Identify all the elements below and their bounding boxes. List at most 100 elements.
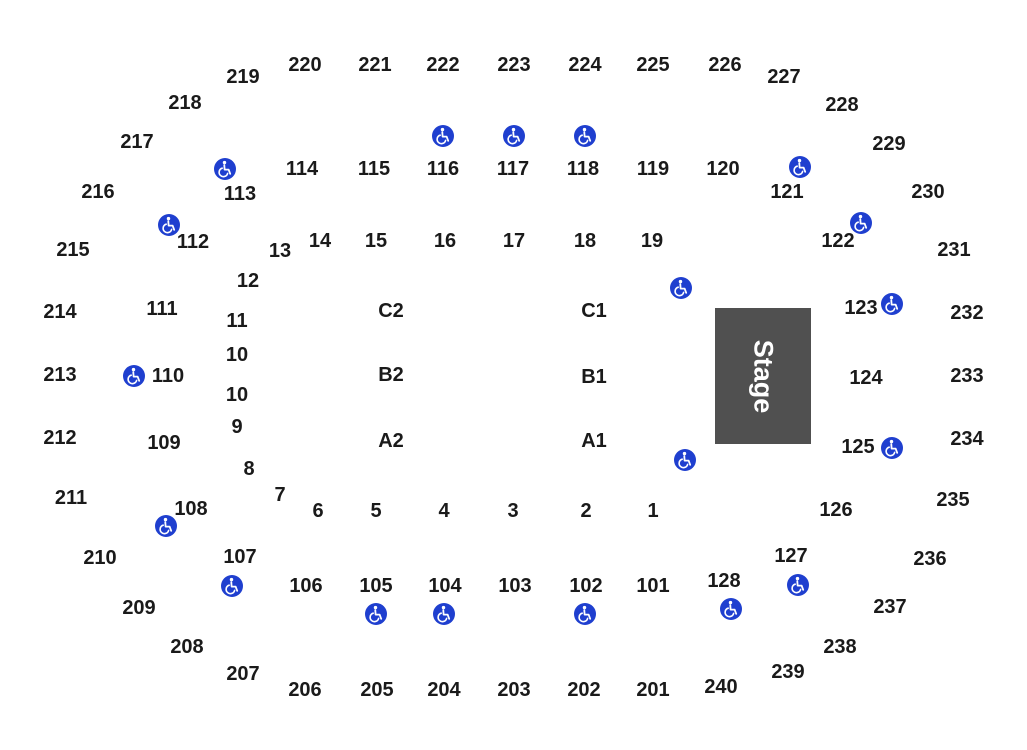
section-2[interactable]: 2 bbox=[580, 500, 592, 522]
section-209[interactable]: 209 bbox=[122, 597, 156, 619]
section-239[interactable]: 239 bbox=[771, 661, 805, 683]
section-4[interactable]: 4 bbox=[438, 500, 450, 522]
section-216[interactable]: 216 bbox=[81, 181, 115, 203]
wheelchair-accessible-icon[interactable] bbox=[787, 574, 809, 596]
section-229[interactable]: 229 bbox=[872, 133, 906, 155]
section-117[interactable]: 117 bbox=[496, 158, 530, 180]
section-215[interactable]: 215 bbox=[56, 239, 90, 261]
section-219[interactable]: 219 bbox=[226, 66, 260, 88]
section-b1[interactable]: B1 bbox=[581, 366, 607, 388]
wheelchair-accessible-icon[interactable] bbox=[123, 365, 145, 387]
section-123[interactable]: 123 bbox=[844, 297, 878, 319]
wheelchair-accessible-icon[interactable] bbox=[720, 598, 742, 620]
section-10-upper[interactable]: 10 bbox=[225, 344, 249, 366]
wheelchair-accessible-icon[interactable] bbox=[670, 277, 692, 299]
wheelchair-accessible-icon[interactable] bbox=[674, 449, 696, 471]
section-211[interactable]: 211 bbox=[54, 487, 88, 509]
section-230[interactable]: 230 bbox=[911, 181, 945, 203]
section-109[interactable]: 109 bbox=[147, 432, 181, 454]
wheelchair-accessible-icon[interactable] bbox=[365, 603, 387, 625]
section-228[interactable]: 228 bbox=[825, 94, 859, 116]
wheelchair-accessible-icon[interactable] bbox=[881, 293, 903, 315]
section-114[interactable]: 114 bbox=[285, 158, 319, 180]
section-203[interactable]: 203 bbox=[497, 679, 531, 701]
section-222[interactable]: 222 bbox=[426, 54, 460, 76]
section-221[interactable]: 221 bbox=[358, 54, 392, 76]
section-1[interactable]: 1 bbox=[647, 500, 659, 522]
section-17[interactable]: 17 bbox=[502, 230, 526, 252]
section-207[interactable]: 207 bbox=[226, 663, 260, 685]
section-107[interactable]: 107 bbox=[223, 546, 257, 568]
section-125[interactable]: 125 bbox=[841, 436, 875, 458]
section-235[interactable]: 235 bbox=[936, 489, 970, 511]
section-237[interactable]: 237 bbox=[873, 596, 907, 618]
wheelchair-accessible-icon[interactable] bbox=[433, 603, 455, 625]
section-115[interactable]: 115 bbox=[357, 158, 391, 180]
section-240[interactable]: 240 bbox=[704, 676, 738, 698]
section-238[interactable]: 238 bbox=[823, 636, 857, 658]
section-19[interactable]: 19 bbox=[640, 230, 664, 252]
section-218[interactable]: 218 bbox=[168, 92, 202, 114]
section-101[interactable]: 101 bbox=[636, 575, 670, 597]
section-226[interactable]: 226 bbox=[708, 54, 742, 76]
section-210[interactable]: 210 bbox=[83, 547, 117, 569]
section-9[interactable]: 9 bbox=[231, 416, 243, 438]
section-116[interactable]: 116 bbox=[426, 158, 460, 180]
section-118[interactable]: 118 bbox=[566, 158, 600, 180]
section-113[interactable]: 113 bbox=[223, 183, 257, 205]
section-15[interactable]: 15 bbox=[364, 230, 388, 252]
section-236[interactable]: 236 bbox=[913, 548, 947, 570]
section-233[interactable]: 233 bbox=[950, 365, 984, 387]
wheelchair-accessible-icon[interactable] bbox=[214, 158, 236, 180]
section-225[interactable]: 225 bbox=[636, 54, 670, 76]
section-7[interactable]: 7 bbox=[274, 484, 286, 506]
section-16[interactable]: 16 bbox=[433, 230, 457, 252]
wheelchair-accessible-icon[interactable] bbox=[158, 214, 180, 236]
section-201[interactable]: 201 bbox=[636, 679, 670, 701]
section-214[interactable]: 214 bbox=[43, 301, 77, 323]
section-212[interactable]: 212 bbox=[43, 427, 77, 449]
wheelchair-accessible-icon[interactable] bbox=[432, 125, 454, 147]
section-128[interactable]: 128 bbox=[707, 570, 741, 592]
wheelchair-accessible-icon[interactable] bbox=[881, 437, 903, 459]
section-10-lower[interactable]: 10 bbox=[225, 384, 249, 406]
section-14[interactable]: 14 bbox=[308, 230, 332, 252]
section-103[interactable]: 103 bbox=[498, 575, 532, 597]
wheelchair-accessible-icon[interactable] bbox=[789, 156, 811, 178]
wheelchair-accessible-icon[interactable] bbox=[850, 212, 872, 234]
section-110[interactable]: 110 bbox=[151, 365, 185, 387]
section-120[interactable]: 120 bbox=[706, 158, 740, 180]
section-12[interactable]: 12 bbox=[236, 270, 260, 292]
section-231[interactable]: 231 bbox=[937, 239, 971, 261]
wheelchair-accessible-icon[interactable] bbox=[503, 125, 525, 147]
section-a2[interactable]: A2 bbox=[378, 430, 404, 452]
section-102[interactable]: 102 bbox=[569, 575, 603, 597]
section-202[interactable]: 202 bbox=[567, 679, 601, 701]
section-5[interactable]: 5 bbox=[370, 500, 382, 522]
section-122[interactable]: 122 bbox=[821, 230, 855, 252]
wheelchair-accessible-icon[interactable] bbox=[574, 125, 596, 147]
section-108[interactable]: 108 bbox=[174, 498, 208, 520]
section-11[interactable]: 11 bbox=[226, 310, 248, 332]
section-c1[interactable]: C1 bbox=[581, 300, 607, 322]
section-a1[interactable]: A1 bbox=[581, 430, 607, 452]
section-3[interactable]: 3 bbox=[507, 500, 519, 522]
section-217[interactable]: 217 bbox=[120, 131, 154, 153]
section-105[interactable]: 105 bbox=[359, 575, 393, 597]
stage[interactable]: Stage bbox=[715, 308, 811, 444]
section-18[interactable]: 18 bbox=[573, 230, 597, 252]
section-213[interactable]: 213 bbox=[43, 364, 77, 386]
section-b2[interactable]: B2 bbox=[378, 364, 404, 386]
section-127[interactable]: 127 bbox=[774, 545, 808, 567]
section-223[interactable]: 223 bbox=[497, 54, 531, 76]
section-c2[interactable]: C2 bbox=[378, 300, 404, 322]
section-13[interactable]: 13 bbox=[268, 240, 292, 262]
section-111[interactable]: 111 bbox=[146, 298, 178, 320]
section-126[interactable]: 126 bbox=[819, 499, 853, 521]
section-205[interactable]: 205 bbox=[360, 679, 394, 701]
section-220[interactable]: 220 bbox=[288, 54, 322, 76]
section-112[interactable]: 112 bbox=[176, 231, 210, 253]
section-206[interactable]: 206 bbox=[288, 679, 322, 701]
section-119[interactable]: 119 bbox=[636, 158, 670, 180]
section-6[interactable]: 6 bbox=[312, 500, 324, 522]
